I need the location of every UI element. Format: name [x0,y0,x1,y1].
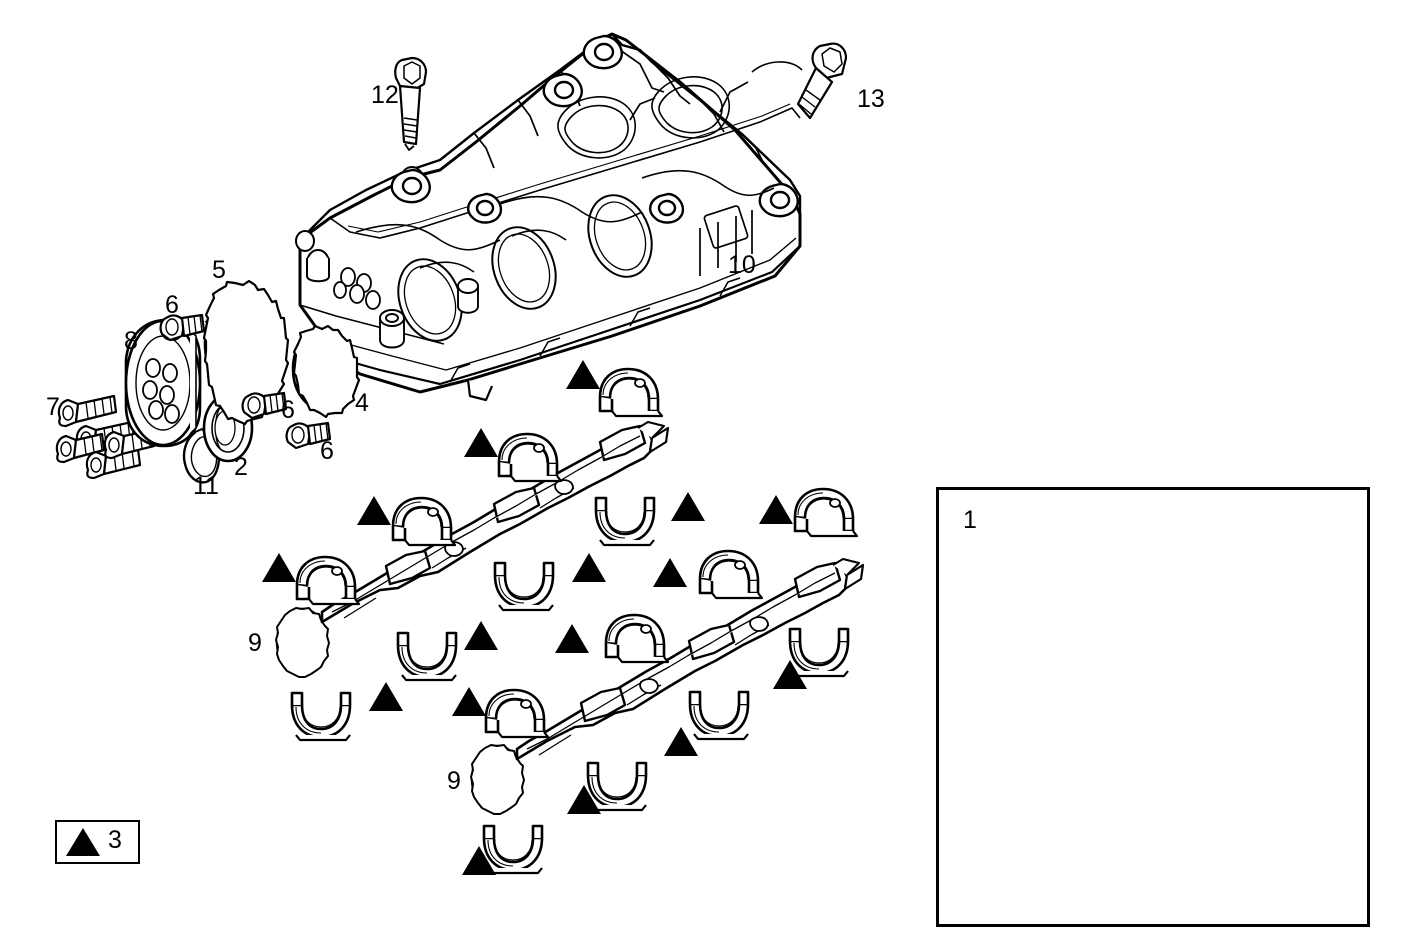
callout-10: 10 [728,251,756,279]
callout-7: 7 [46,393,60,421]
callout-5: 5 [212,256,226,284]
balance-shaft-lower [470,558,865,815]
bolt-set-7 [55,394,156,480]
long-hex-bolt-12 [394,56,428,151]
legend-triangle-icon [66,828,100,856]
triangle-marker-group [262,360,807,875]
callout-12: 12 [371,81,399,109]
short-hex-bolt-13 [796,42,848,120]
hex-bolt-6c [285,421,332,450]
callout-9-lower: 9 [447,767,461,795]
balance-shaft-upper [275,421,670,678]
callout-13: 13 [857,85,885,113]
callout-4: 4 [355,389,369,417]
large-gear-5 [202,279,290,426]
hex-bolt-6b [241,391,288,420]
inset-detail-box [936,487,1370,927]
callout-6-a: 6 [165,291,179,319]
callout-11: 11 [193,472,219,500]
callout-8: 8 [124,327,138,355]
callout-1: 1 [963,506,977,534]
legend-number-3: 3 [108,826,122,854]
camshaft-housing-drawing [295,32,803,402]
callout-6-c: 6 [320,437,334,465]
hex-bolt-6a [159,313,206,342]
callout-9-upper: 9 [248,629,262,657]
small-gear-4 [291,324,361,419]
callout-6-b: 6 [281,396,295,424]
callout-2: 2 [234,453,248,481]
